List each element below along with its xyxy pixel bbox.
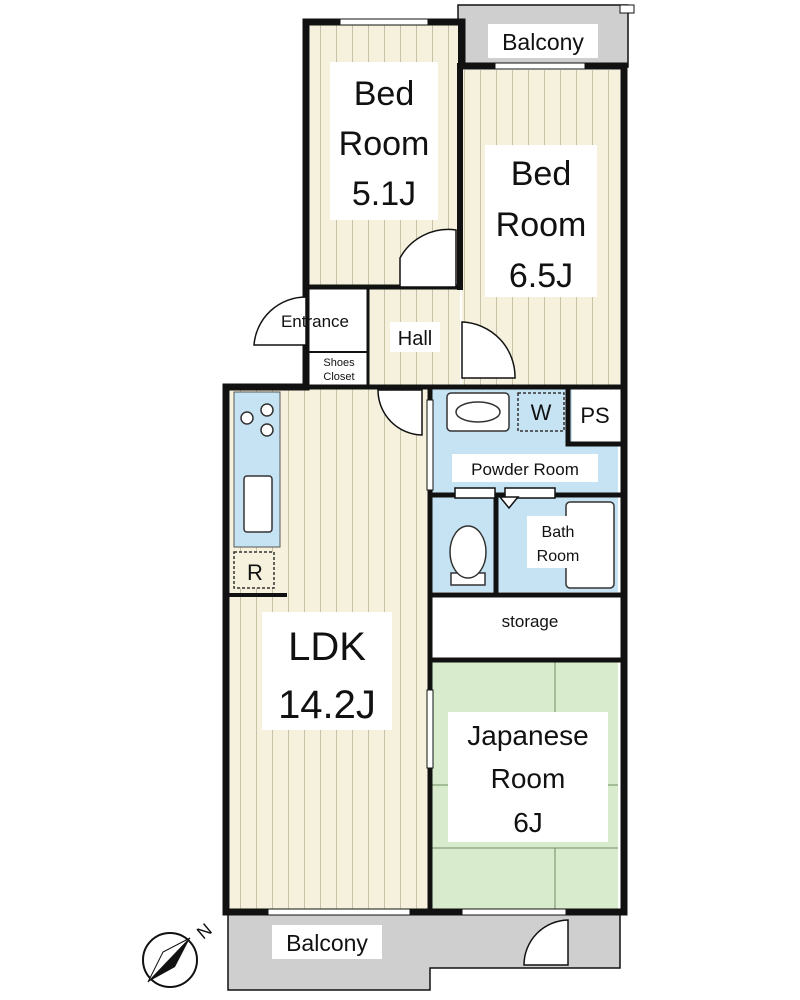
- ps-floor: [572, 387, 618, 442]
- japanese-room-size: 6J: [513, 807, 543, 838]
- shoes-closet-label-2: Closet: [323, 371, 354, 383]
- stove-burner-1: [240, 411, 254, 425]
- bath-room-name: Bath: [542, 524, 575, 541]
- japanese-room-name: Japanese: [467, 720, 588, 751]
- bedroom-6-name-2: Room: [496, 206, 587, 244]
- bedroom-6-size: 6.5J: [509, 257, 573, 295]
- entrance-label: Entrance: [281, 312, 349, 331]
- doors: [253, 228, 569, 966]
- bedroom-6-name: Bed: [511, 155, 572, 193]
- fridge-label: R: [247, 560, 263, 585]
- bath-room-label: Bath Room: [527, 516, 589, 568]
- stove-burner-3: [260, 423, 274, 437]
- ldk-label: LDK 14.2J: [262, 612, 392, 730]
- bedroom-6-label: Bed Room 6.5J: [485, 145, 597, 297]
- washer-space: [517, 392, 565, 432]
- compass-north-label: N: [193, 919, 216, 943]
- fridge-space: [233, 551, 275, 589]
- compass-icon: N: [142, 919, 216, 988]
- ldk-name: LDK: [288, 625, 366, 669]
- ps-label: PS: [580, 403, 609, 428]
- top-balcony-label: Balcony: [488, 24, 598, 58]
- bedroom-5-name: Bed: [354, 75, 415, 113]
- stove-burner-2: [260, 403, 274, 417]
- toilet-bowl: [449, 525, 487, 579]
- entrance-floor: [310, 287, 368, 385]
- kitchen-sink: [243, 475, 273, 533]
- hall-name: Hall: [398, 328, 432, 350]
- powder-room-name: Powder Room: [471, 460, 579, 479]
- powder-room-label: Powder Room: [452, 454, 598, 482]
- japanese-room-label: Japanese Room 6J: [448, 712, 608, 842]
- bedroom-5-name-2: Room: [339, 125, 430, 163]
- top-balcony-name: Balcony: [502, 29, 584, 55]
- hall-label: Hall: [390, 322, 440, 352]
- bottom-balcony-name: Balcony: [286, 930, 368, 956]
- bedroom-5-size: 5.1J: [352, 175, 416, 213]
- japanese-room-name-2: Room: [491, 763, 566, 794]
- windows: [267, 18, 586, 916]
- shoes-closet-label: Shoes: [323, 357, 355, 369]
- storage-label: storage: [502, 612, 559, 631]
- bedroom-5-label: Bed Room 5.1J: [330, 62, 438, 220]
- washer-label: W: [531, 400, 552, 425]
- ldk-size: 14.2J: [278, 683, 376, 727]
- bath-room-name-2: Room: [537, 548, 580, 565]
- bottom-balcony-label: Balcony: [272, 925, 382, 959]
- storage-floor: [432, 597, 618, 660]
